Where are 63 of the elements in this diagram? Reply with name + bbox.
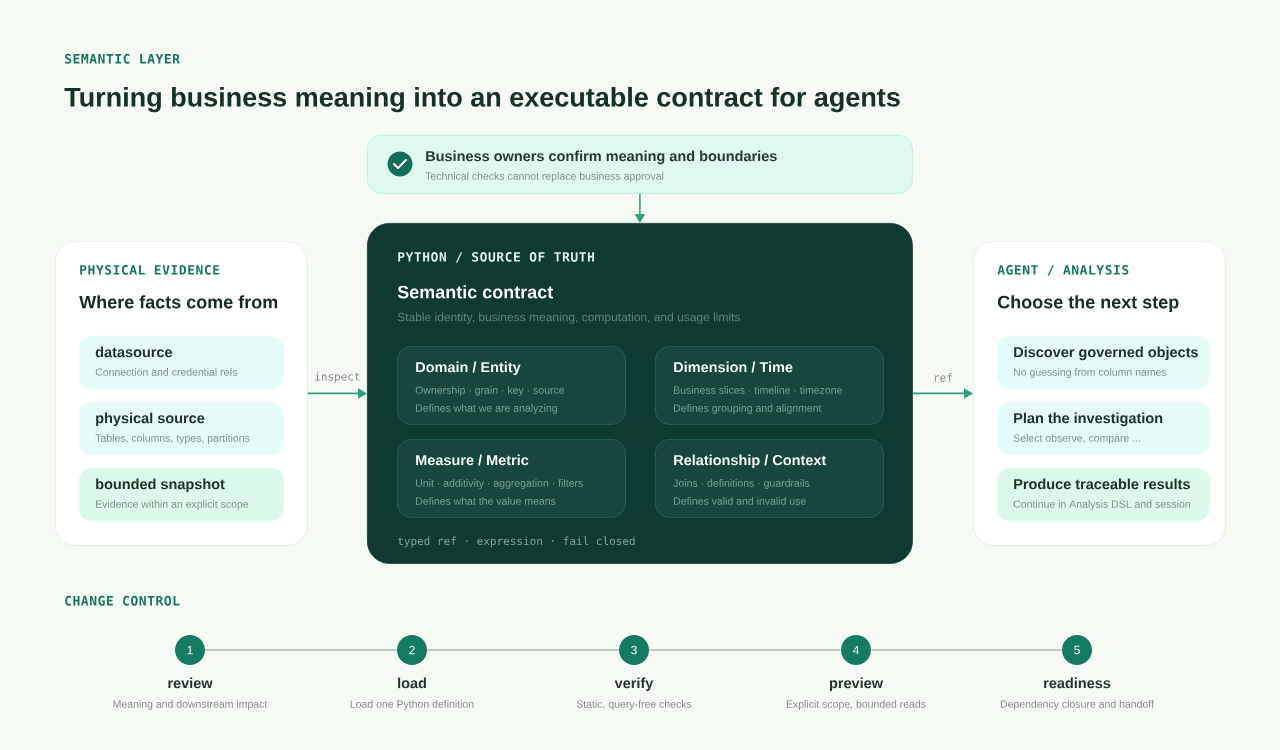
concept-box [655,439,884,518]
concept-note: Unit · additivity · aggregation · filters [416,479,583,489]
concept-box [655,346,884,425]
item-title: physical source [96,412,205,427]
card-subtitle: Stable identity, business meaning, computation, and usage limits [397,312,740,324]
item-title: bounded snapshot [96,478,225,493]
item-note: Evidence within an explicit scope [96,500,249,510]
arrow [307,388,367,399]
concept-note: Defines grouping and alignment [674,404,822,414]
step-description: Dependency closure and handoff [1000,700,1154,710]
concept-title: Domain / Entity [416,361,521,376]
step-title: load [398,677,426,689]
step-title: review [168,677,213,689]
item-note: No guessing from column names [1014,368,1167,378]
item-box [997,336,1210,389]
item-box [79,402,284,455]
page-title: Turning business meaning into an executable contract for agents [64,86,900,113]
concept-note: Ownership · grain · key · source [415,386,565,396]
item-box [997,402,1210,455]
card-footer: typed ref · expression · fail closed [397,536,635,548]
concept-title: Relationship / Context [674,454,827,469]
item-note: Select observe, compare ... [1013,434,1141,444]
step-title: preview [829,677,884,692]
step-title: readiness [1044,677,1111,689]
concept-note: Joins · definitions · guardrails [673,479,810,489]
concept-title: Dimension / Time [674,361,793,373]
item-title: Discover governed objects [1014,346,1198,361]
section-label: SEMANTIC LAYER [65,53,180,64]
item-note: Tables, columns, types, partitions [95,434,250,444]
concept-title: Measure / Metric [416,454,529,466]
connector-line [648,649,842,651]
concept-note: Defines valid and invalid use [674,497,806,505]
connector-line [870,649,1063,651]
concept-note: Defines what we are analyzing [416,404,557,414]
section-label: CHANGE CONTROL [65,595,180,606]
step-description: Explicit scope, bounded reads [786,700,926,710]
item-title: Produce traceable results [1014,478,1190,490]
step-description: Meaning and downstream impact [113,700,268,710]
connector-line [204,649,398,651]
concept-note: Defines what the value means [416,497,556,505]
card-kicker: AGENT / ANALYSIS [997,264,1129,276]
card-heading: Choose the next step [997,295,1179,313]
step-description: Load one Python definition [350,700,474,710]
concept-box [397,346,626,425]
item-box [997,468,1210,521]
banner-heading: Business owners confirm meaning and boundaries [426,150,777,165]
item-note: Connection and credential refs [95,368,238,376]
item-box [79,468,284,521]
banner-note: Technical checks cannot replace business approval [425,172,664,182]
item-title: datasource [95,346,173,358]
connector-line [426,649,620,651]
card-heading: Where facts come from [79,295,278,309]
card-kicker: PYTHON / SOURCE OF TRUTH [398,251,595,263]
item-box [79,336,284,389]
item-title: Plan the investigation [1014,412,1163,427]
step-description: Static, query-free checks [576,700,692,710]
concept-note: Business slices · timeline · timezone [674,386,842,394]
card-kicker: PHYSICAL EVIDENCE [80,264,220,275]
step-title: verify [614,677,654,692]
item-note: Continue in Analysis DSL and session [1013,500,1190,510]
card-heading: Semantic contract [397,285,553,299]
arrow [912,388,973,399]
concept-box [397,439,626,518]
